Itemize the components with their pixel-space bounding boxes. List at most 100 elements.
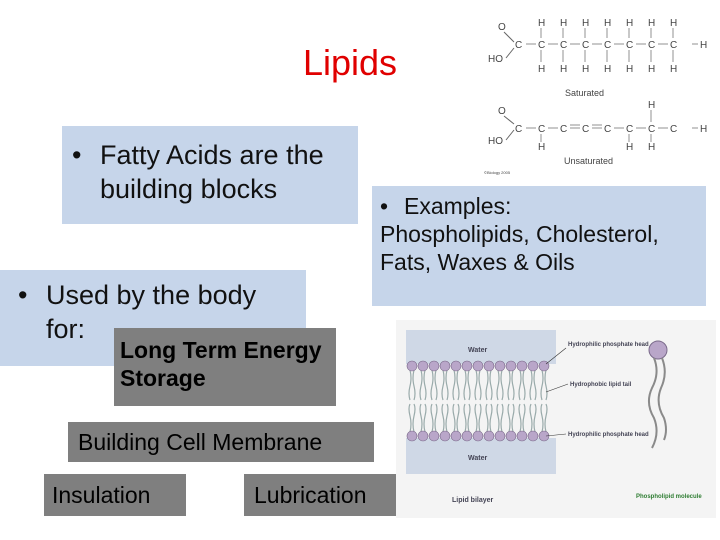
atom-c: C [626, 124, 633, 135]
lipid-tail [467, 403, 471, 433]
group-ho: HO [488, 136, 503, 147]
phosphate-head [516, 360, 528, 372]
lipid-tail [496, 369, 500, 401]
atom-c: C [560, 40, 567, 51]
long-term-energy-line2: Storage [120, 365, 206, 391]
atom-h: H [648, 18, 655, 29]
atom-c: C [582, 40, 589, 51]
figure-credit: ©Biology 2005 [484, 170, 511, 175]
lipid-bilayer-label: Lipid bilayer [452, 497, 494, 504]
lipid-tail [533, 369, 537, 401]
lipid-tail [430, 369, 434, 401]
atom-h: H [648, 64, 655, 75]
lipid-tail [452, 403, 456, 433]
lipid-tail [456, 403, 460, 433]
lipid-tail [507, 403, 511, 433]
lipid-tail [518, 403, 522, 433]
lipid-tail [434, 369, 438, 401]
atom-h: H [626, 18, 633, 29]
examples-line2: Phospholipids, Cholesterol, [380, 221, 659, 247]
lipid-tail [500, 403, 504, 433]
atom-c: C [648, 40, 655, 51]
atom-c: C [604, 124, 611, 135]
lipid-tail [478, 369, 482, 401]
lipid-tail [463, 403, 467, 433]
atom-h: H [700, 40, 707, 51]
lubrication-box: Lubrication [244, 474, 396, 516]
atom-h: H [670, 18, 677, 29]
lipid-tail [423, 369, 427, 401]
water-bottom-label: Water [468, 455, 487, 462]
examples-line3: Fats, Waxes & Oils [380, 249, 575, 275]
phosphate-head [417, 360, 429, 372]
phosphate-head [505, 360, 517, 372]
atom-h: H [604, 64, 611, 75]
lipid-tail [540, 403, 544, 433]
atom-c: C [582, 124, 589, 135]
lipid-tail [511, 369, 515, 401]
phosphate-head [483, 430, 495, 442]
fatty-acids-line2: building blocks [100, 174, 278, 204]
building-membrane-label: Building Cell Membrane [78, 429, 323, 455]
lipid-tail [441, 369, 445, 401]
used-by-body-line2: for: [46, 314, 86, 344]
lipid-tail [544, 369, 548, 401]
phospholipid-bilayer-figure: Water Water Hydrophilic phosphate head H… [396, 320, 716, 518]
bullet: • [18, 280, 28, 310]
phosphate-head [417, 430, 429, 442]
atom-h: H [582, 64, 589, 75]
phosphate-head [472, 360, 484, 372]
phosphate-head [516, 430, 528, 442]
phosphate-head [494, 430, 506, 442]
atom-c: C [670, 124, 677, 135]
lipid-tail [474, 369, 478, 401]
fatty-acids-box: •Fatty Acids are the building blocks [62, 126, 358, 224]
hydrophilic-head-bottom-label: Hydrophilic phosphate head [568, 432, 649, 438]
lipid-tail [533, 403, 537, 433]
lipid-tail [456, 369, 460, 401]
lipid-tail [430, 403, 434, 433]
long-term-energy-line1: Long Term Energy [120, 337, 322, 363]
lipid-tail [522, 369, 526, 401]
atom-c: C [560, 124, 567, 135]
group-ho: HO [488, 54, 503, 65]
atom-h: H [582, 18, 589, 29]
atom-h: H [648, 100, 655, 111]
atom-o: O [498, 106, 506, 117]
phosphate-head [406, 430, 418, 442]
phosphate-head [494, 360, 506, 372]
lipid-tail [474, 403, 478, 433]
atom-c: C [538, 124, 545, 135]
saturated-label: Saturated [565, 88, 604, 98]
lipid-tail [489, 403, 493, 433]
molecule-tail [657, 357, 667, 441]
atom-c: C [515, 40, 522, 51]
examples-heading: Examples: [404, 193, 512, 219]
lipid-tail [463, 369, 467, 401]
lipid-tail [408, 369, 412, 401]
atom-o: O [498, 22, 506, 33]
lipid-tail [419, 403, 423, 433]
atom-c: C [538, 40, 545, 51]
phosphate-head [428, 360, 440, 372]
insulation-label: Insulation [52, 482, 151, 508]
examples-box: •Examples: Phospholipids, Cholesterol, F… [372, 186, 706, 306]
long-term-energy-box: Long Term Energy Storage [114, 328, 336, 406]
lipid-tail [412, 403, 416, 433]
lipid-tail [540, 369, 544, 401]
lipid-tail [485, 369, 489, 401]
water-region-top [406, 330, 556, 364]
water-top-label: Water [468, 347, 487, 354]
fatty-acids-line1: Fatty Acids are the [100, 140, 324, 170]
lipid-tail [467, 369, 471, 401]
lipid-tail [522, 403, 526, 433]
phosphate-head [406, 360, 418, 372]
phosphate-head [450, 430, 462, 442]
lipid-tail [445, 369, 449, 401]
building-membrane-box: Building Cell Membrane [68, 422, 374, 462]
phosphate-head [428, 430, 440, 442]
pointer-line [545, 347, 567, 365]
atom-h: H [700, 124, 707, 135]
bilayer-illustration: Water Water Hydrophilic phosphate head H… [396, 320, 716, 518]
